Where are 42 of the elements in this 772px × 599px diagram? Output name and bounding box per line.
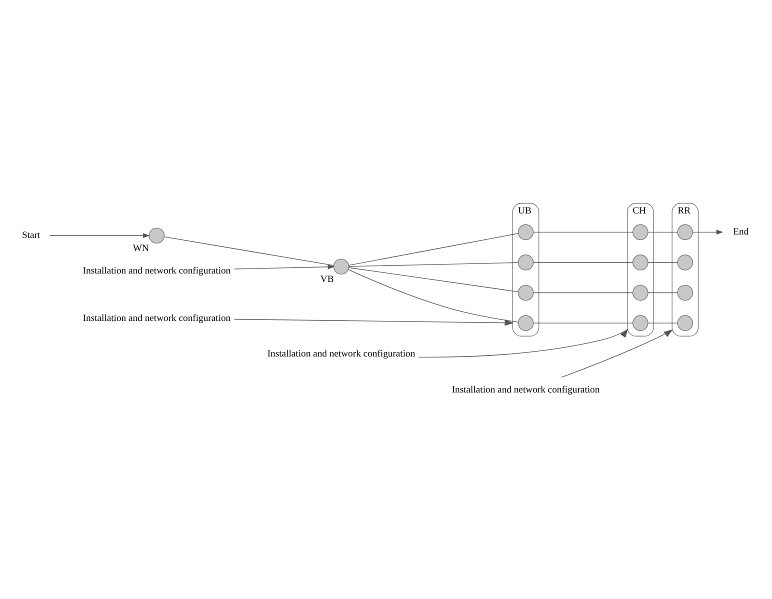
cluster: CH	[626, 202, 654, 336]
arrow	[418, 328, 628, 358]
node-text: Start	[22, 230, 40, 241]
node-text: Installation and network configuration	[452, 384, 600, 395]
node-circle	[518, 284, 534, 300]
node-circle	[677, 314, 694, 330]
node-circle	[632, 254, 648, 270]
node-label: WN	[132, 242, 149, 254]
arrow	[692, 229, 724, 234]
connector	[348, 268, 519, 322]
connector	[533, 292, 633, 293]
node-text: End	[733, 226, 749, 238]
node-circle	[677, 224, 694, 240]
connector	[648, 322, 678, 323]
arrow	[561, 328, 673, 378]
arrow	[49, 232, 150, 238]
arrow	[234, 318, 514, 326]
connector	[348, 232, 518, 266]
node-text: Installation and network configuration	[82, 264, 231, 276]
connector	[348, 262, 518, 266]
connector	[164, 236, 334, 266]
connector	[533, 322, 633, 323]
node-circle	[677, 284, 694, 300]
connector	[648, 231, 678, 232]
node-circle	[632, 284, 648, 300]
connector	[533, 231, 633, 232]
node-text: Installation and network configuration	[82, 312, 231, 324]
cluster: UB	[512, 202, 540, 336]
node-circle	[148, 227, 165, 244]
node-circle	[677, 254, 694, 270]
node-circle	[632, 314, 648, 330]
connector	[648, 292, 678, 293]
node-circle	[518, 314, 534, 330]
node-text: Installation and network configuration	[267, 348, 416, 360]
node-circle	[518, 254, 534, 270]
node-label: VB	[320, 273, 334, 284]
node-circle	[632, 224, 648, 240]
node-circle	[518, 224, 534, 240]
cluster: RR	[672, 202, 699, 336]
arrow	[234, 264, 335, 269]
connector	[348, 266, 518, 292]
node-circle	[333, 258, 350, 274]
